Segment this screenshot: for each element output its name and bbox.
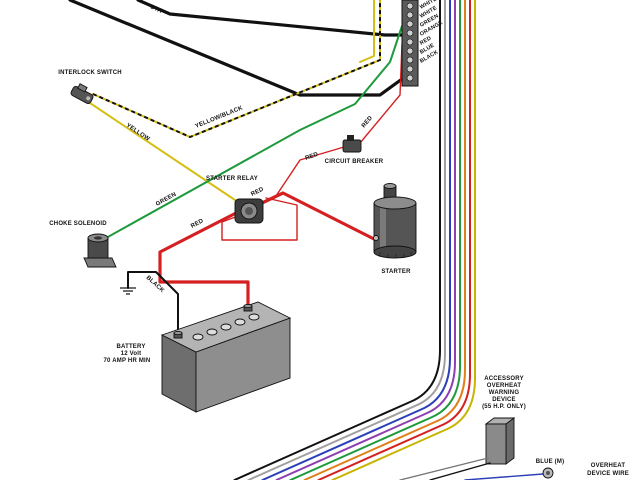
terminal-label: WHITE [419, 0, 438, 11]
yellow-wire [359, 0, 375, 63]
wire-harness [233, 0, 476, 480]
harness-wire [289, 0, 461, 480]
accessory-label: ACCESSORY [484, 376, 524, 382]
starter-motor [373, 183, 417, 259]
terminal-screw [406, 29, 414, 37]
terminal-strip [401, 0, 419, 87]
interlock-switch [70, 83, 94, 104]
terminal-screw [406, 56, 414, 64]
battery-negative-terminal [173, 330, 183, 339]
top-wire-label: STA [149, 4, 163, 15]
terminal-screw [406, 2, 414, 10]
green-wire [105, 25, 403, 239]
terminal-label: RED [419, 35, 433, 46]
starter-label: STARTER [381, 269, 411, 275]
red-relay-label: RED [250, 186, 265, 197]
overheat-wire-label: DEVICE WIRE [587, 471, 629, 477]
battery-voltage: 12 Volt [121, 351, 142, 357]
battery-cell-caps [192, 313, 260, 341]
harness-wire [261, 0, 451, 480]
harness-wire [233, 0, 441, 480]
terminal-screw [406, 47, 414, 55]
red-relay-loop-label: RED [305, 152, 320, 162]
accessory-label: OVERHEAT [487, 383, 522, 389]
choke-solenoid [83, 233, 117, 268]
terminal-screw [406, 74, 414, 82]
accessory-label: DEVICE [492, 397, 516, 403]
accessory-device-wire [429, 462, 491, 480]
red-starter-cable [260, 191, 376, 241]
ground-symbol [120, 287, 136, 295]
accessory-label: WARNING [489, 390, 520, 396]
black-wire [136, 0, 404, 37]
red-breaker-out-wire [359, 43, 403, 144]
battery-positive-terminal [243, 303, 253, 312]
blue-m-wire [464, 473, 544, 480]
starter-relay [234, 198, 264, 224]
terminal-screw [406, 38, 414, 46]
battery-label: BATTERY [116, 344, 145, 350]
battery-capacity: 70 AMP HR MIN [104, 358, 151, 364]
terminal-screw [406, 65, 414, 73]
harness-wire [275, 0, 456, 480]
circuit-breaker [342, 135, 362, 153]
harness-wire [317, 0, 471, 480]
accessory-label: (55 H.P. ONLY) [482, 404, 526, 410]
terminal-screw [406, 11, 414, 19]
circuit-breaker-label: CIRCUIT BREAKER [325, 159, 384, 165]
blue-m-connector [542, 467, 554, 479]
yellow-wire-label: YELLOW [125, 123, 151, 143]
starter-relay-label: STARTER RELAY [206, 176, 258, 182]
black-ground-wire [127, 271, 179, 334]
yellow-wire [89, 102, 239, 203]
harness-wire [331, 0, 476, 480]
choke-solenoid-label: CHOKE SOLENOID [49, 221, 107, 227]
harness-wire [247, 0, 446, 480]
red-breaker-feed-wire [275, 146, 345, 197]
interlock-switch-label: INTERLOCK SWITCH [58, 70, 122, 76]
blue-m-label: BLUE (M) [536, 459, 565, 465]
accessory-device-wire [399, 457, 489, 480]
harness-wire [303, 0, 466, 480]
yellow-black-wire [92, 0, 381, 138]
red-battery-cable [158, 210, 250, 308]
red-battery-label: RED [190, 218, 205, 230]
accessory-overheat-device [484, 417, 516, 465]
terminal-screw [406, 20, 414, 28]
overheat-wire-label: OVERHEAT [591, 463, 626, 469]
battery [160, 301, 292, 413]
black-wire [68, 0, 404, 97]
red-relay-loop-wire [221, 197, 298, 241]
